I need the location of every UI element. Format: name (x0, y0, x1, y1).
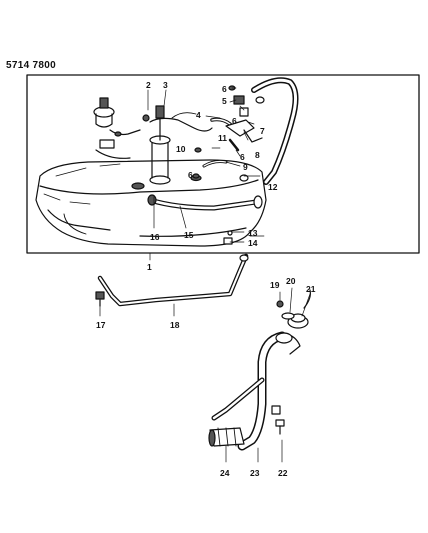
callout-4: 4 (196, 110, 201, 120)
callout-9: 9 (243, 162, 248, 172)
filler-tube (211, 331, 301, 451)
filler-screw (276, 300, 284, 308)
callout-22: 22 (278, 468, 288, 478)
tank-strap (97, 253, 249, 307)
callout-8: 8 (255, 150, 260, 160)
filler-cap (287, 289, 311, 329)
callout-3: 3 (163, 80, 168, 90)
fuel-pump-assembly (93, 97, 150, 159)
neck-screw (275, 419, 285, 435)
callout-2: 2 (146, 80, 151, 90)
callout-24: 24 (220, 468, 230, 478)
callout-labels: 2 3 4 5 6 6 6 6 7 8 9 10 11 12 13 14 15 … (96, 80, 316, 478)
vent-hose (251, 77, 299, 185)
fuel-sender-unit (149, 105, 213, 185)
callout-11: 11 (218, 133, 227, 143)
tank-filler-stub (147, 194, 263, 211)
callout-16: 16 (150, 232, 160, 242)
leader-lines (99, 87, 311, 463)
strap-bolt (95, 291, 105, 307)
filler-gasket (281, 312, 295, 320)
filler-hose (208, 427, 245, 447)
callout-17: 17 (96, 320, 106, 330)
callout-21: 21 (306, 284, 316, 294)
callout-1: 1 (147, 262, 152, 272)
valve-cluster (192, 85, 265, 245)
callout-7: 7 (260, 126, 265, 136)
callout-10: 10 (176, 144, 186, 154)
assembly-frame (26, 74, 420, 254)
callout-5: 5 (222, 96, 227, 106)
callout-12: 12 (268, 182, 278, 192)
callout-20: 20 (286, 276, 296, 286)
callout-23: 23 (250, 468, 260, 478)
callout-13: 13 (248, 228, 258, 238)
callout-14: 14 (248, 238, 258, 248)
callout-18: 18 (170, 320, 180, 330)
callout-6c: 6 (240, 152, 245, 162)
callout-6a: 6 (222, 84, 227, 94)
diagram-code: 5714 7800 (6, 60, 56, 71)
callout-6b: 6 (232, 116, 237, 126)
callout-19: 19 (270, 280, 280, 290)
callout-15: 15 (184, 230, 194, 240)
callout-6d: 6 (188, 170, 193, 180)
